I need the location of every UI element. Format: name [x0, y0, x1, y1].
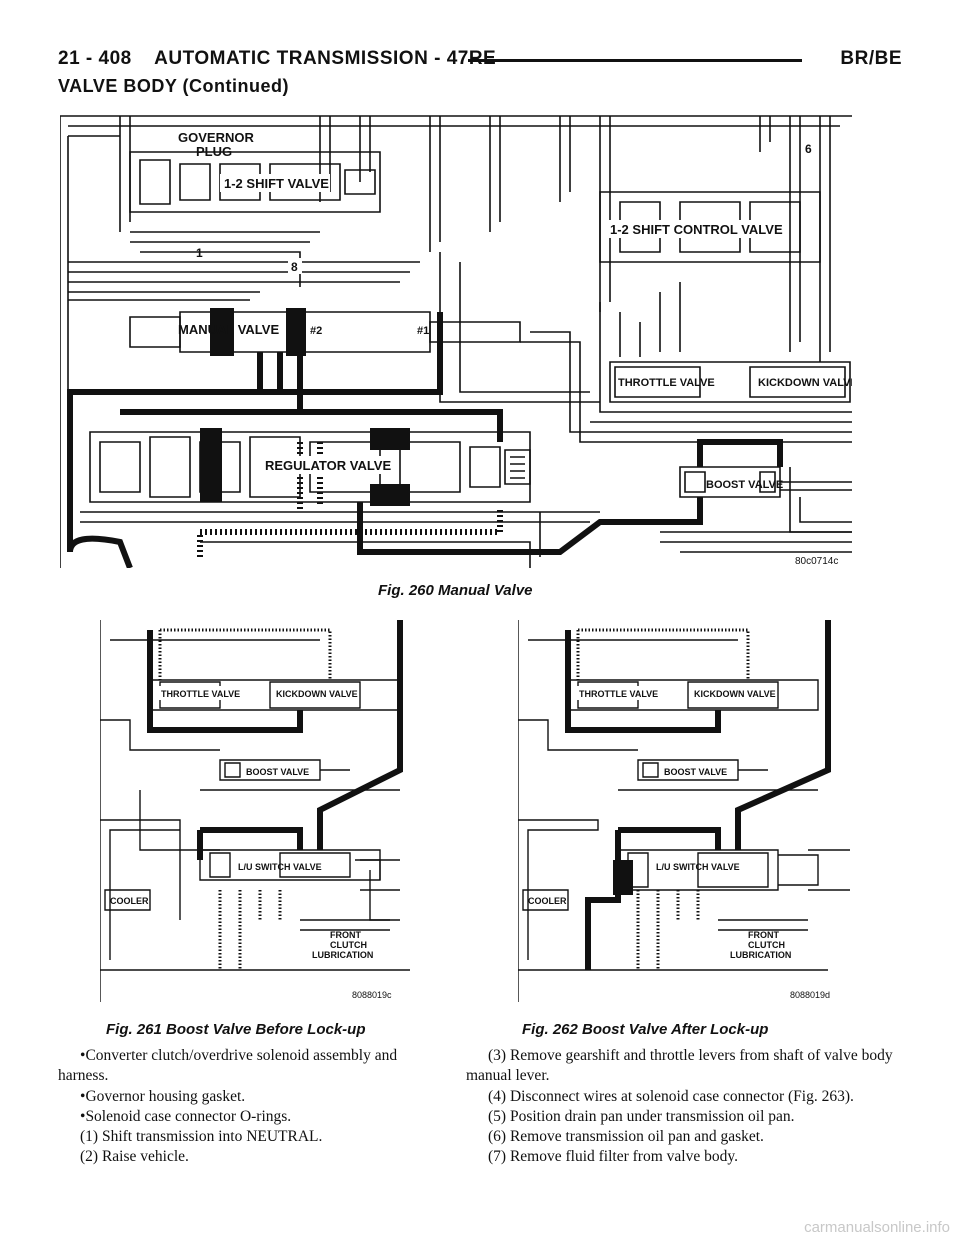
page-header: 21 - 408 AUTOMATIC TRANSMISSION - 47RE B… [58, 44, 902, 78]
header-page-title: 21 - 408 AUTOMATIC TRANSMISSION - 47RE [58, 48, 497, 69]
label-lubrication: LUBRICATION [730, 950, 791, 960]
label-lu-switch-valve: L/U SWITCH VALVE [238, 862, 322, 872]
label-throttle-valve: THROTTLE VALVE [579, 689, 658, 699]
label-n6: 6 [805, 142, 812, 156]
label-boost-valve: BOOST VALVE [246, 767, 309, 777]
figure-code: 8088019d [790, 990, 830, 1000]
step-item: (3) Remove gearshift and throttle levers… [466, 1047, 893, 1085]
figure-boost-valve-after: THROTTLE VALVE KICKDOWN VALVE BOOST VALV… [518, 620, 850, 1002]
label-plug: PLUG [196, 144, 232, 159]
figure-code: 8088019c [352, 990, 392, 1000]
label-front: FRONT [748, 930, 779, 940]
bullet-item: •Governor housing gasket. [80, 1087, 246, 1105]
step-item: (1) Shift transmission into NEUTRAL. [80, 1128, 323, 1146]
watermark: carmanualsonline.info [804, 1219, 950, 1236]
bullet-item: •Converter clutch/overdrive solenoid ass… [58, 1047, 398, 1085]
label-throttle-valve: THROTTLE VALVE [161, 689, 240, 699]
label-lubrication: LUBRICATION [312, 950, 373, 960]
label-boost-valve: BOOST VALVE [706, 479, 783, 491]
boost-valve-after-diagram: THROTTLE VALVE KICKDOWN VALVE BOOST VALV… [518, 620, 850, 1002]
step-item: (7) Remove fluid filter from valve body. [488, 1148, 738, 1166]
label-1-2-shift-valve: 1-2 SHIFT VALVE [224, 176, 329, 191]
step-item: (5) Position drain pan under transmissio… [488, 1107, 795, 1125]
label-clutch: CLUTCH [330, 940, 367, 950]
label-throttle-valve: THROTTLE VALVE [618, 377, 715, 389]
label-1-2-shift-control-valve: 1-2 SHIFT CONTROL VALVE [610, 222, 783, 237]
caption-fig-262: Fig. 262 Boost Valve After Lock-up [522, 1021, 769, 1038]
left-column: •Converter clutch/overdrive solenoid ass… [58, 1046, 450, 1168]
label-n1: 1 [196, 246, 203, 260]
label-n8: 8 [291, 260, 298, 274]
header-rule [468, 59, 802, 62]
figure-manual-valve: GOVERNOR PLUG 1-2 SHIFT VALVE 1-2 SHIFT … [60, 112, 852, 568]
step-item: (6) Remove transmission oil pan and gask… [488, 1128, 764, 1146]
figure-boost-valve-before: THROTTLE VALVE KICKDOWN VALVE BOOST VALV… [100, 620, 410, 1002]
label-regulator-valve: REGULATOR VALVE [265, 458, 391, 473]
label-manual-valve: MANUAL VALVE [178, 322, 279, 337]
manual-valve-diagram: GOVERNOR PLUG 1-2 SHIFT VALVE 1-2 SHIFT … [60, 115, 852, 568]
header-model: BR/BE [840, 48, 902, 69]
label-cooler: COOLER [110, 896, 149, 906]
right-column: (3) Remove gearshift and throttle levers… [466, 1046, 902, 1168]
label-boost-valve: BOOST VALVE [664, 767, 727, 777]
label-governor: GOVERNOR [178, 130, 254, 145]
step-item: (4) Disconnect wires at solenoid case co… [488, 1087, 854, 1105]
label-cooler: COOLER [528, 896, 567, 906]
label-lu-switch-valve: L/U SWITCH VALVE [656, 862, 740, 872]
caption-fig-260: Fig. 260 Manual Valve [378, 582, 533, 599]
label-clutch: CLUTCH [748, 940, 785, 950]
section-title: VALVE BODY (Continued) [58, 76, 289, 96]
bullet-item: •Solenoid case connector O-rings. [80, 1107, 292, 1125]
label-front: FRONT [330, 930, 361, 940]
step-item: (2) Raise vehicle. [80, 1148, 189, 1166]
label-p2: #2 [310, 325, 322, 337]
label-p1: #1 [417, 325, 429, 337]
boost-valve-before-diagram: THROTTLE VALVE KICKDOWN VALVE BOOST VALV… [100, 620, 410, 1002]
label-kickdown-valve: KICKDOWN VALVE [758, 377, 852, 389]
caption-fig-261: Fig. 261 Boost Valve Before Lock-up [106, 1021, 366, 1038]
label-kickdown-valve: KICKDOWN VALVE [694, 689, 776, 699]
label-kickdown-valve: KICKDOWN VALVE [276, 689, 358, 699]
figure-code: 80c0714c [795, 556, 838, 567]
